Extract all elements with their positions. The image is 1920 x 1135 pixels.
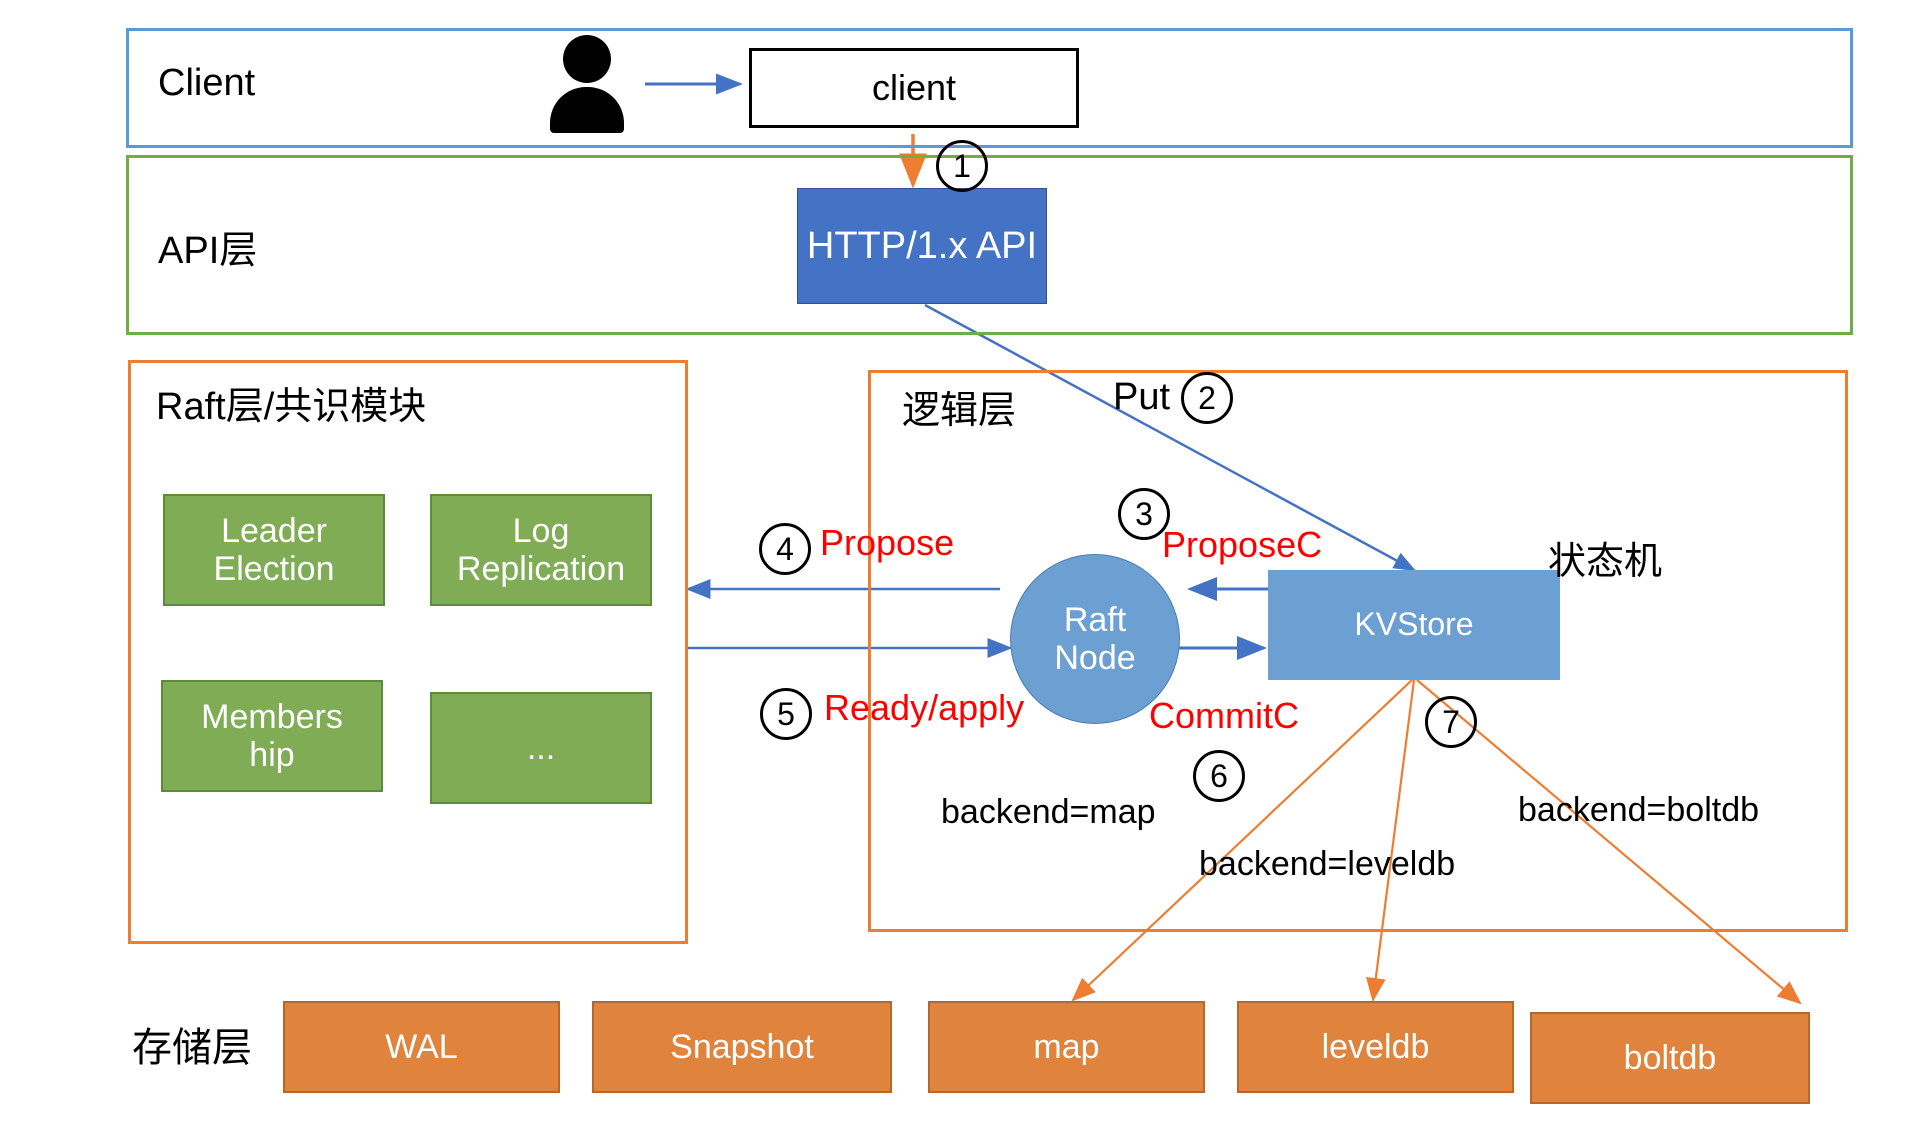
raft-module-membership[interactable]: Members hip xyxy=(161,680,383,792)
layer-frame-raft xyxy=(128,360,688,944)
layer-title-logic: 逻辑层 xyxy=(902,390,1017,432)
step-number-5: 5 xyxy=(760,688,812,740)
storage-box-leveldb[interactable]: leveldb xyxy=(1237,1001,1514,1093)
label-state-machine: 状态机 xyxy=(1548,541,1663,583)
layer-frame-client xyxy=(126,28,1853,148)
step-number-6: 6 xyxy=(1193,750,1245,802)
label-put: Put xyxy=(1113,376,1171,418)
layer-frame-logic xyxy=(868,370,1848,932)
raft-module-log-replication[interactable]: Log Replication xyxy=(430,494,652,606)
layer-title-api: API层 xyxy=(158,230,258,272)
label-backend-leveldb: backend=leveldb xyxy=(1199,845,1456,883)
label-ready-apply: Ready/apply xyxy=(824,687,1025,728)
layer-title-client: Client xyxy=(158,62,256,104)
layer-frame-api xyxy=(126,155,1853,335)
step-number-3: 3 xyxy=(1118,488,1170,540)
raft-module-others[interactable]: ... xyxy=(430,692,652,804)
http-api-box[interactable]: HTTP/1.x API xyxy=(797,188,1047,304)
storage-box-map[interactable]: map xyxy=(928,1001,1205,1093)
storage-box-boltdb[interactable]: boltdb xyxy=(1530,1012,1810,1104)
step-number-7: 7 xyxy=(1425,696,1477,748)
label-backend-map: backend=map xyxy=(941,793,1156,831)
label-commit-c: CommitC xyxy=(1149,695,1299,736)
raft-module-leader-election[interactable]: Leader Election xyxy=(163,494,385,606)
step-number-2: 2 xyxy=(1181,372,1233,424)
step-number-4: 4 xyxy=(759,523,811,575)
person-icon xyxy=(550,35,624,135)
client-box[interactable]: client xyxy=(749,48,1079,128)
label-propose-c: ProposeC xyxy=(1162,524,1323,565)
step-number-1: 1 xyxy=(936,140,988,192)
label-propose: Propose xyxy=(820,522,955,563)
layer-title-storage: 存储层 xyxy=(132,1026,252,1070)
storage-box-wal[interactable]: WAL xyxy=(283,1001,560,1093)
layer-title-raft: Raft层/共识模块 xyxy=(156,386,427,428)
label-backend-boltdb: backend=boltdb xyxy=(1518,791,1760,829)
storage-box-snapshot[interactable]: Snapshot xyxy=(592,1001,892,1093)
raft-node-circle[interactable]: Raft Node xyxy=(1010,554,1180,724)
kvstore-box[interactable]: KVStore xyxy=(1268,570,1560,680)
